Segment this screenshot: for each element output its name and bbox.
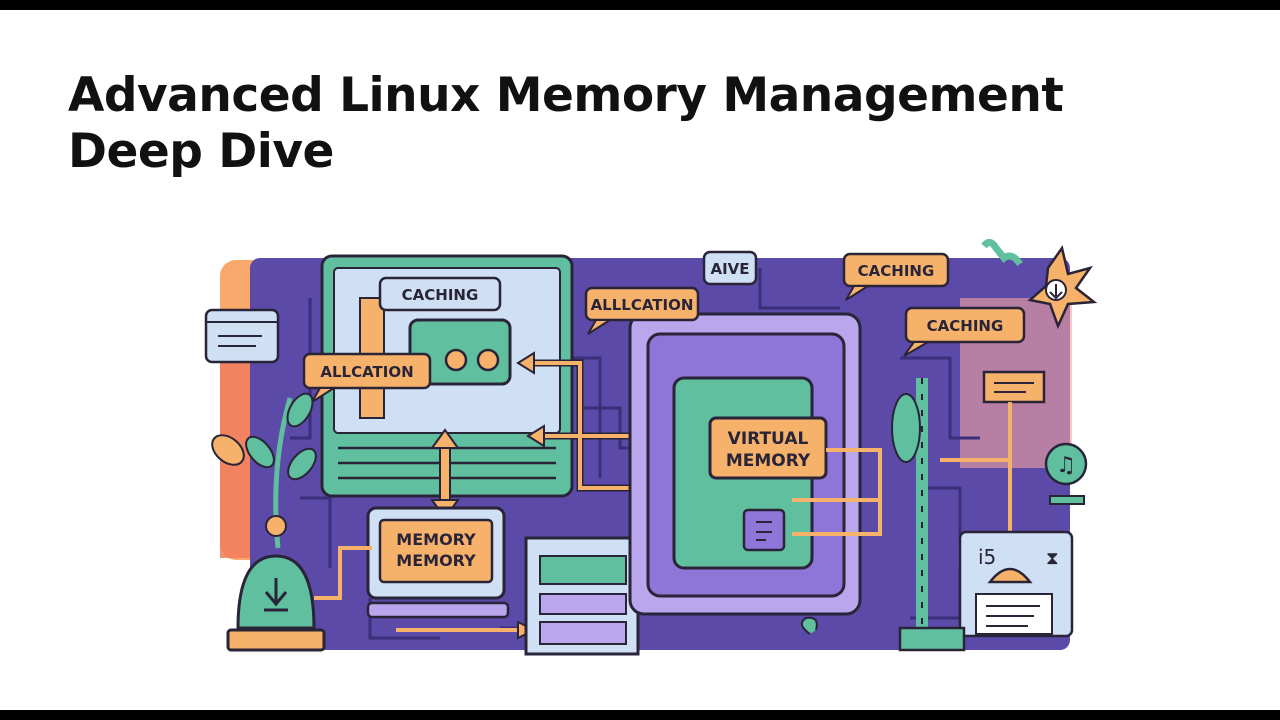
note-card — [982, 370, 1046, 404]
bell-lamp — [987, 567, 1033, 584]
allocation-label-top: ALLLCATION — [591, 296, 694, 314]
memory-label-1: MEMORY — [396, 530, 476, 549]
caching-bubble-right — [904, 306, 1026, 344]
aive-bubble — [702, 250, 758, 286]
download-icon — [226, 554, 326, 652]
svg-text:MEMORY: MEMORY — [726, 451, 811, 471]
slide-title: Advanced Linux Memory Management Deep Di… — [68, 68, 1218, 180]
laptop-base — [366, 601, 510, 619]
svg-text:♫: ♫ — [1056, 453, 1076, 478]
document-icon — [742, 508, 786, 552]
allocation-bubble-left — [302, 352, 432, 390]
chip-dot-2 — [476, 348, 500, 372]
chip-dot-1 — [444, 348, 468, 372]
music-note-icon — [1044, 442, 1088, 486]
caching-label-right: CACHING — [927, 317, 1004, 335]
caching-label-top: CACHING — [858, 262, 935, 280]
vine-top-right — [981, 239, 1023, 267]
caching-bubble-top — [842, 252, 950, 288]
hourglass-icon: ⧗ — [1046, 548, 1059, 569]
slide: Advanced Linux Memory Management Deep Di… — [0, 10, 1280, 710]
tall-plant — [800, 378, 966, 652]
flower-icon — [1027, 244, 1098, 330]
paper-sheet — [975, 593, 1053, 635]
letterbox-bottom — [0, 710, 1280, 720]
chip-text: i5 — [978, 545, 996, 569]
leaf-icon — [211, 392, 317, 549]
letterbox-top — [0, 0, 1280, 10]
title-line-2: Deep Dive — [68, 124, 334, 179]
allocation-bubble-top — [584, 286, 700, 322]
virtual-label: VIRTUAL — [728, 429, 809, 449]
memory-screen — [378, 518, 494, 584]
caching-bubble-left — [378, 276, 502, 312]
caching-label-left: CACHING — [402, 286, 479, 304]
allocation-label-left: ALLCATION — [320, 363, 413, 381]
aive-label: AIVE — [710, 260, 749, 278]
title-line-1: Advanced Linux Memory Management — [68, 68, 1064, 123]
memory-management-illustration: CACHING ALLCATION MEMORY MEMORY — [204, 239, 1098, 656]
memory-label-2: MEMORY — [396, 551, 476, 570]
